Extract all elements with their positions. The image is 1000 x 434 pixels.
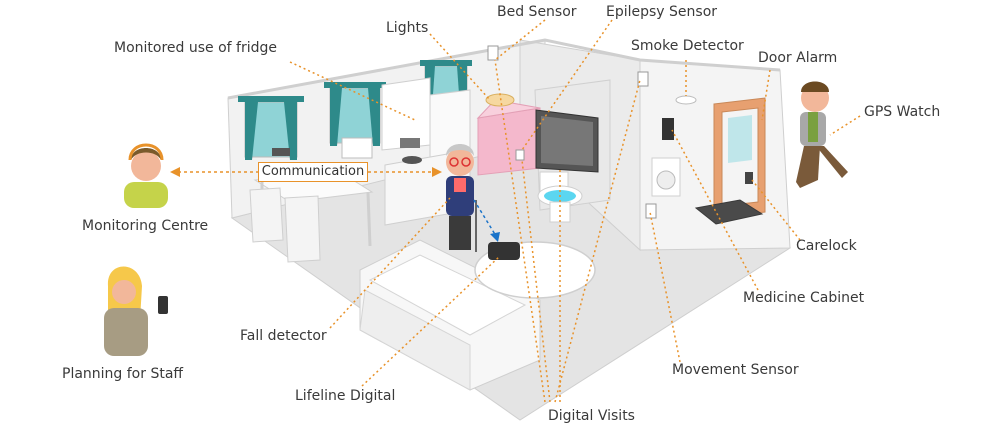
fall-to-lifeline-arrow [473,199,497,237]
lamp [485,93,515,107]
planning-staff-person [104,266,168,356]
label-bed-sensor: Bed Sensor [497,4,577,20]
epilepsy-sensor-device [515,149,525,161]
elderly-woman [446,144,477,252]
label-carelock: Carelock [796,238,857,254]
label-lifeline-digital: Lifeline Digital [295,388,396,404]
label-gps-watch: GPS Watch [864,104,941,120]
bed-sensor-device [487,45,499,61]
lifeline-device [488,242,520,260]
tv [535,109,599,173]
movement-sensor-device [645,203,657,219]
window-left [238,96,304,160]
monitoring-centre-person [124,143,168,208]
label-digital-visits: Digital Visits [548,408,635,424]
walking-man [796,81,848,188]
label-door-alarm: Door Alarm [758,50,838,66]
label-fall-detector: Fall detector [240,328,327,344]
leader-lines [289,19,861,403]
label-fridge: Monitored use of fridge [114,40,277,56]
label-medicine-cabinet: Medicine Cabinet [743,290,865,306]
smoke-detector-device [675,95,697,105]
label-smoke-detector: Smoke Detector [631,38,744,54]
label-monitoring-centre: Monitoring Centre [82,218,209,234]
wall-sensor-device [637,71,649,87]
washing-machine [651,157,681,197]
label-movement-sensor: Movement Sensor [672,362,799,378]
kitchen-units [272,77,471,226]
label-lights: Lights [386,20,429,36]
label-communication: Communication [258,162,368,182]
medicine-cabinet-box [662,118,674,140]
label-epilepsy-sensor: Epilepsy Sensor [606,4,718,20]
label-planning-for-staff: Planning for Staff [62,366,184,382]
arrowhead-left [170,167,180,177]
door [713,97,766,219]
bed [476,99,541,176]
arrowhead-right [432,167,442,177]
